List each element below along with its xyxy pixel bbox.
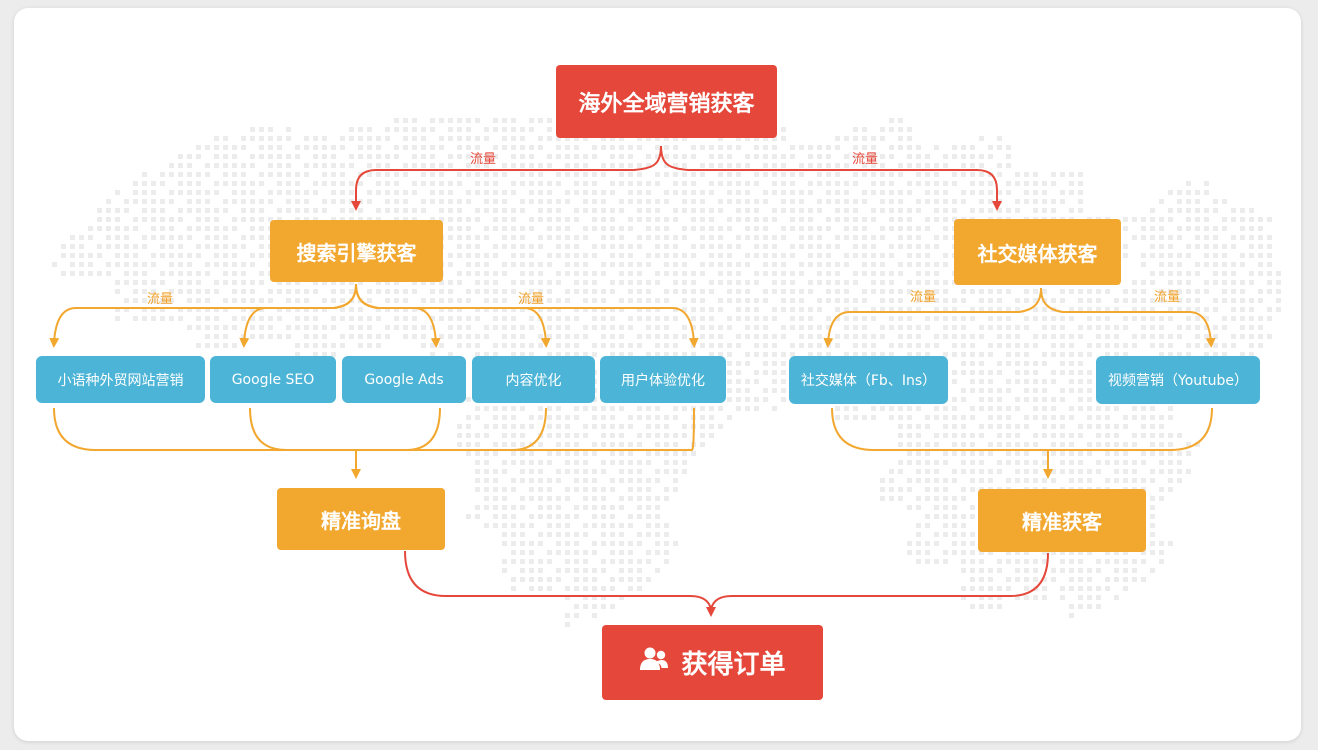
child-node-google-seo: Google SEO [210, 356, 336, 403]
flow-label-search-left: 流量 [146, 292, 174, 307]
precise-acquisition-node-label: 精准获客 [1022, 510, 1102, 534]
child-node-label: 小语种外贸网站营销 [57, 372, 184, 389]
connector-layer [49, 145, 1216, 617]
child-node-minor-language-site: 小语种外贸网站营销 [36, 356, 205, 403]
connector-search-to-child-1 [49, 283, 357, 348]
connector-search-to-child-2 [239, 283, 357, 348]
connector-children-to-inquiry [53, 407, 695, 451]
connector-acquisition-to-order [710, 552, 1049, 613]
child-node-label: 用户体验优化 [621, 372, 705, 389]
child-node-google-ads: Google Ads [342, 356, 466, 403]
connector-search-to-child-3 [355, 283, 441, 348]
connector-search-to-child-5 [355, 283, 699, 348]
connector-social-to-child-1 [823, 287, 1042, 348]
connector-root-to-social [660, 145, 1002, 211]
social-media-node-label: 社交媒体获客 [977, 241, 1098, 266]
child-node-ux-optimization: 用户体验优化 [600, 356, 726, 403]
root-node: 海外全域营销获客 [556, 65, 777, 138]
connector-root-to-search [351, 145, 662, 211]
connector-social-to-child-2 [1040, 287, 1216, 348]
precise-inquiry-node-label: 精准询盘 [321, 508, 401, 533]
precise-acquisition-node: 精准获客 [978, 489, 1146, 552]
flow-label-social-right: 流量 [1153, 290, 1181, 305]
child-node-label: Google SEO [231, 371, 315, 388]
flow-label-social-left: 流量 [909, 290, 937, 305]
child-node-label: 内容优化 [505, 372, 562, 389]
social-media-node: 社交媒体获客 [954, 219, 1121, 285]
search-engine-node: 搜索引擎获客 [270, 220, 443, 282]
users-icon [639, 646, 669, 679]
child-node-social-media: 社交媒体（Fb、Ins） [789, 356, 948, 404]
root-node-label: 海外全域营销获客 [578, 91, 755, 117]
flow-label-root-search: 流量 [469, 152, 497, 167]
child-node-label: 视频营销（Youtube） [1108, 373, 1248, 389]
child-node-label: 社交媒体（Fb、Ins） [800, 373, 937, 389]
child-node-content-optimization: 内容优化 [472, 356, 595, 403]
connector-inquiry-to-order [404, 550, 716, 617]
get-orders-node: 获得订单 [602, 625, 823, 700]
connector-social-children-to-acquisition [831, 407, 1213, 451]
child-node-label: Google Ads [364, 371, 444, 388]
flow-label-search-right: 流量 [517, 292, 545, 307]
precise-inquiry-node: 精准询盘 [277, 488, 445, 550]
flow-label-root-social: 流量 [851, 152, 879, 167]
child-node-video-marketing: 视频营销（Youtube） [1096, 356, 1260, 404]
get-orders-node-label: 获得订单 [681, 650, 786, 680]
diagram-card: 流量 流量 流量 流量 流量 流量 海外全域营销获客 搜索引擎获客 社交媒体获客… [14, 8, 1301, 741]
search-engine-node-label: 搜索引擎获客 [296, 240, 417, 265]
